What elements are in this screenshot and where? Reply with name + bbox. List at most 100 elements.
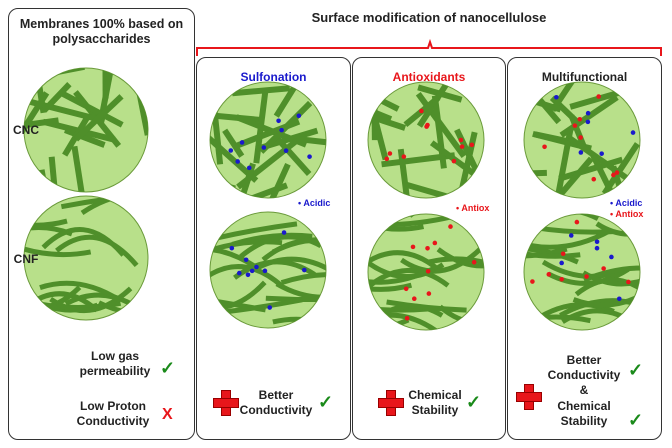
- fiber: [524, 314, 591, 327]
- acidic-dot: [559, 260, 564, 266]
- antiox-dot: [572, 123, 578, 128]
- check-icon: ✓: [160, 358, 176, 378]
- acidic-dot: [254, 264, 259, 270]
- fiber: [368, 250, 439, 271]
- fiber: [546, 156, 594, 198]
- acidic-dot: [599, 151, 604, 156]
- cross-icon: X: [162, 406, 173, 423]
- antiox-dot: [611, 172, 616, 178]
- cnc-circle: [523, 81, 641, 199]
- antiox-dot: [542, 144, 547, 150]
- acidic-dot: [228, 148, 234, 153]
- antiox-dot: [471, 259, 477, 265]
- acidic-dot: [283, 148, 289, 153]
- fiber: [236, 118, 301, 149]
- check-icon: ✓: [628, 410, 644, 430]
- check-icon: ✓: [628, 360, 644, 380]
- fiber: [39, 280, 122, 303]
- prop-low-gas: Low gas permeability: [79, 349, 151, 378]
- acidic-dot: [246, 165, 252, 171]
- cnc-label: CNC: [13, 123, 39, 137]
- antiox-dot: [577, 117, 583, 122]
- acidic-dot: [296, 113, 302, 119]
- fiber: [60, 90, 124, 128]
- result-text: Chemical Stability: [408, 388, 462, 417]
- fiber: [210, 246, 258, 270]
- acidic-dot: [609, 254, 614, 260]
- antiox-dot: [614, 170, 620, 175]
- fiber: [547, 267, 630, 286]
- fiber: [255, 163, 291, 198]
- antiox-dot: [411, 296, 417, 302]
- plus-icon: [516, 384, 542, 410]
- fiber: [41, 227, 126, 257]
- fiber: [216, 221, 298, 241]
- result-text: &: [579, 383, 589, 397]
- acidic-dot: [568, 233, 574, 238]
- antiox-dot: [574, 219, 580, 225]
- fiber: [80, 196, 148, 216]
- acidic-dot: [594, 245, 600, 251]
- fiber: [368, 317, 410, 330]
- fiber: [431, 95, 447, 169]
- panel-antioxidants: [352, 57, 506, 440]
- legend-text: Antiox: [615, 209, 644, 219]
- panel-title: Multifunctional: [541, 70, 628, 84]
- fiber: [280, 272, 326, 286]
- panel-sulfonation: [196, 57, 351, 440]
- legend-text: Acidic: [615, 198, 643, 208]
- panel-title: Sulfonation: [240, 70, 307, 84]
- antiox-dot: [432, 240, 438, 246]
- fiber: [559, 94, 619, 138]
- fiber: [273, 82, 300, 118]
- fiber: [436, 247, 484, 269]
- fiber: [49, 286, 133, 313]
- acidic-dot: [235, 159, 240, 164]
- acidic-dot: [594, 239, 600, 245]
- legend-acidic: • Acidic: [298, 198, 331, 208]
- acidic-dot: [630, 130, 636, 135]
- fiber: [234, 162, 256, 198]
- prop-low-proton: Low Proton Conductivity: [76, 399, 150, 428]
- cnf-circle: [367, 213, 485, 331]
- fiber: [550, 82, 577, 112]
- cnf-label: CNF: [13, 252, 39, 266]
- left-panel: [8, 8, 195, 440]
- fiber: [368, 312, 438, 330]
- fiber: [71, 145, 86, 192]
- antiox-dot: [403, 286, 409, 292]
- plus-icon: [378, 390, 404, 416]
- antiox-dot: [426, 291, 432, 296]
- fiber: [569, 88, 626, 110]
- fiber: [372, 118, 389, 161]
- antiox-dot: [601, 266, 606, 271]
- antiox-dot: [419, 108, 424, 114]
- fiber: [368, 109, 407, 131]
- fiber: [582, 268, 640, 287]
- acidic-dot: [585, 119, 591, 125]
- antiox-dot: [425, 269, 431, 274]
- acidic-dot: [243, 257, 249, 263]
- fiber: [24, 242, 92, 258]
- antiox-dot: [559, 277, 564, 282]
- acidic-dot: [262, 268, 268, 274]
- acidic-dot: [245, 272, 251, 278]
- antiox-dot: [410, 244, 416, 250]
- acidic-dot: [229, 245, 235, 251]
- acidic-dot: [616, 296, 622, 302]
- acidic-dot: [239, 140, 245, 145]
- fiber: [275, 281, 326, 300]
- legend-acidic: • Acidic: [610, 198, 643, 208]
- fiber: [265, 295, 326, 303]
- fiber: [222, 128, 245, 158]
- acidic-dot: [578, 150, 584, 155]
- antiox-dot: [591, 176, 597, 182]
- cnc-circle: [23, 67, 149, 193]
- antiox-dot: [425, 122, 430, 128]
- antiox-dot: [530, 279, 535, 284]
- panel-multifunctional: [507, 57, 662, 440]
- fiber: [60, 196, 142, 210]
- acidic-dot: [301, 267, 307, 273]
- cnc-circle: [209, 81, 327, 199]
